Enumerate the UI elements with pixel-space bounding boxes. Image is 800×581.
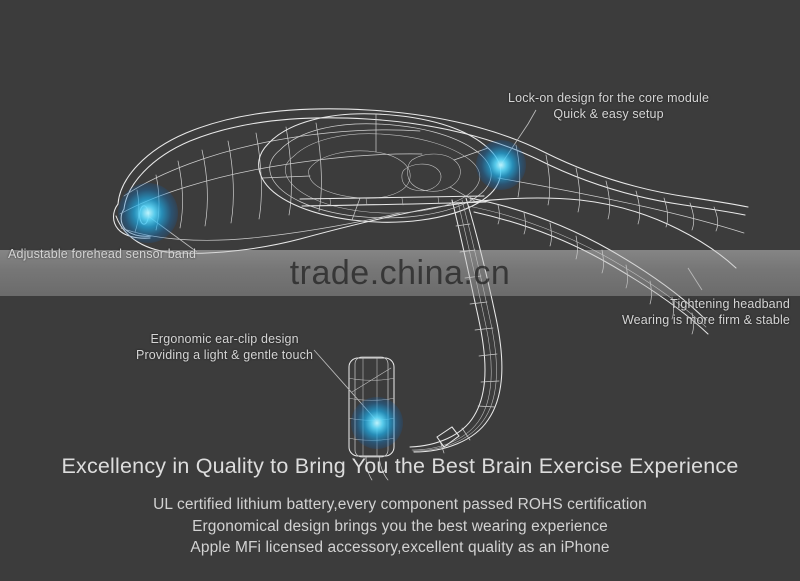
glow-node-core-module: [476, 140, 526, 190]
headset-main-body: [112, 108, 749, 269]
callout-ear-clip: Ergonomic ear-clip design Providing a li…: [136, 331, 313, 363]
leader-line-tightening-headband: [687, 267, 703, 291]
headset-left-panel-mesh: [119, 122, 423, 241]
headset-lens-detail: [258, 113, 502, 223]
callout-forehead-sensor-band: Adjustable forehead sensor band: [8, 246, 196, 262]
glow-node-forehead-sensor: [118, 183, 178, 243]
callout-core-module: Lock-on design for the core module Quick…: [508, 90, 709, 122]
marketing-bullet-3: Apple MFi licensed accessory,excellent q…: [190, 539, 610, 556]
callout-core-module-line-2: Quick & easy setup: [553, 107, 664, 121]
callout-leader-lines: [147, 109, 703, 421]
marketing-bullets: UL certified lithium battery,every compo…: [0, 494, 800, 559]
callout-ear-clip-line-2: Providing a light & gentle touch: [136, 348, 314, 362]
leader-line-ear-clip: [313, 349, 377, 421]
glow-node-ear-clip: [351, 397, 403, 449]
headset-right-panel-mesh: [497, 144, 745, 234]
headset-under-strap: [299, 195, 487, 207]
callout-tightening-headband-line-1: Tightening headband: [670, 297, 790, 311]
marketing-headline: Excellency in Quality to Bring You the B…: [61, 454, 739, 478]
callout-core-module-line-1: Lock-on design for the core module: [508, 91, 710, 105]
callout-ear-clip-line-1: Ergonomic ear-clip design: [150, 332, 299, 346]
ear-clip-cable: [409, 197, 503, 454]
callout-tightening-headband-line-2: Wearing is more firm & stable: [621, 313, 790, 327]
callout-forehead-sensor-band-line-1: Adjustable forehead sensor band: [8, 247, 197, 261]
callout-tightening-headband: Tightening headband Wearing is more firm…: [526, 296, 790, 328]
marketing-bullet-1: UL certified lithium battery,every compo…: [153, 496, 647, 513]
marketing-bullet-2: Ergonomical design brings you the best w…: [192, 517, 608, 535]
